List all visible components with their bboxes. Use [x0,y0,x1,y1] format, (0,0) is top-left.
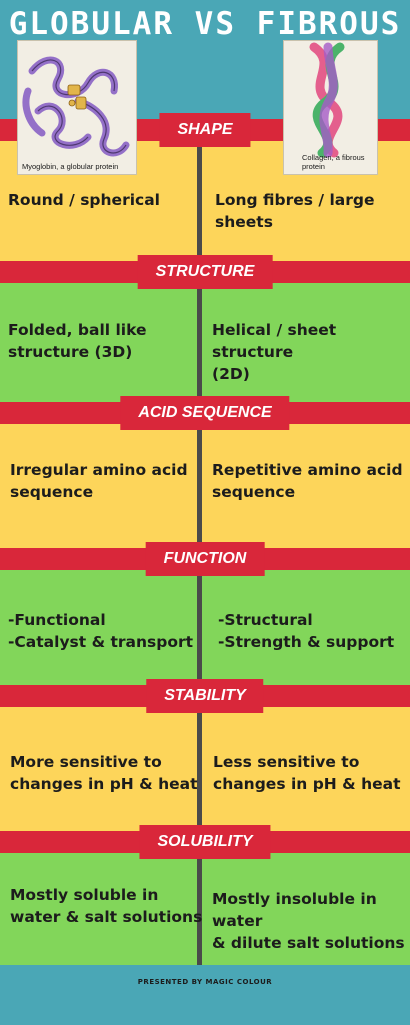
band-structure [0,268,410,410]
shape-globular-text: Round / spherical [8,191,160,209]
band-function [0,556,410,692]
function-globular-text: -Functional -Catalyst & transport [8,611,194,651]
collagen-illustration [309,42,345,158]
shape-fibrous-text: Long fibres / large sheets [215,191,375,231]
band-stability [0,692,410,842]
band-acid-sequence [0,410,410,556]
footer-credit: PRESENTED BY MAGIC COLOUR [137,978,273,986]
acid-sequence-fibrous-text: Repetitive amino acid sequence [212,461,403,501]
band-solubility [0,842,410,965]
section-heading-shape: SHAPE [159,113,251,147]
myoglobin-caption: Myoglobin, a globular protein [22,162,119,171]
section-heading-acid-sequence: ACID SEQUENCE [120,396,290,430]
stability-fibrous-text: Less sensitive to changes in pH & heat [213,753,401,793]
structure-globular-text: Folded, ball like structure (3D) [8,321,147,361]
section-heading-solubility: SOLUBILITY [139,825,271,859]
solubility-globular-text: Mostly soluble in water & salt solutions [10,886,203,926]
solubility-fibrous-text: Mostly insoluble in water & dilute salt … [212,890,405,952]
section-heading-stability: STABILITY [146,679,264,713]
structure-fibrous-text: Helical / sheet structure (2D) [212,321,337,383]
stability-globular-text: More sensitive to changes in pH & heat [10,753,198,793]
function-fibrous-text: -Structural -Strength & support [218,611,395,651]
section-heading-function: FUNCTION [145,542,265,576]
acid-sequence-globular-text: Irregular amino acid sequence [10,461,188,501]
section-heading-structure: STRUCTURE [137,255,273,289]
collagen-caption: Collagen, a fibrous protein [302,153,365,171]
myoglobin-illustration [22,56,130,157]
page-title: GLOBULAR VS FIBROUS [8,6,402,42]
collagen-image: Collagen, a fibrous protein [283,40,378,175]
myoglobin-image: Myoglobin, a globular protein [17,40,137,175]
